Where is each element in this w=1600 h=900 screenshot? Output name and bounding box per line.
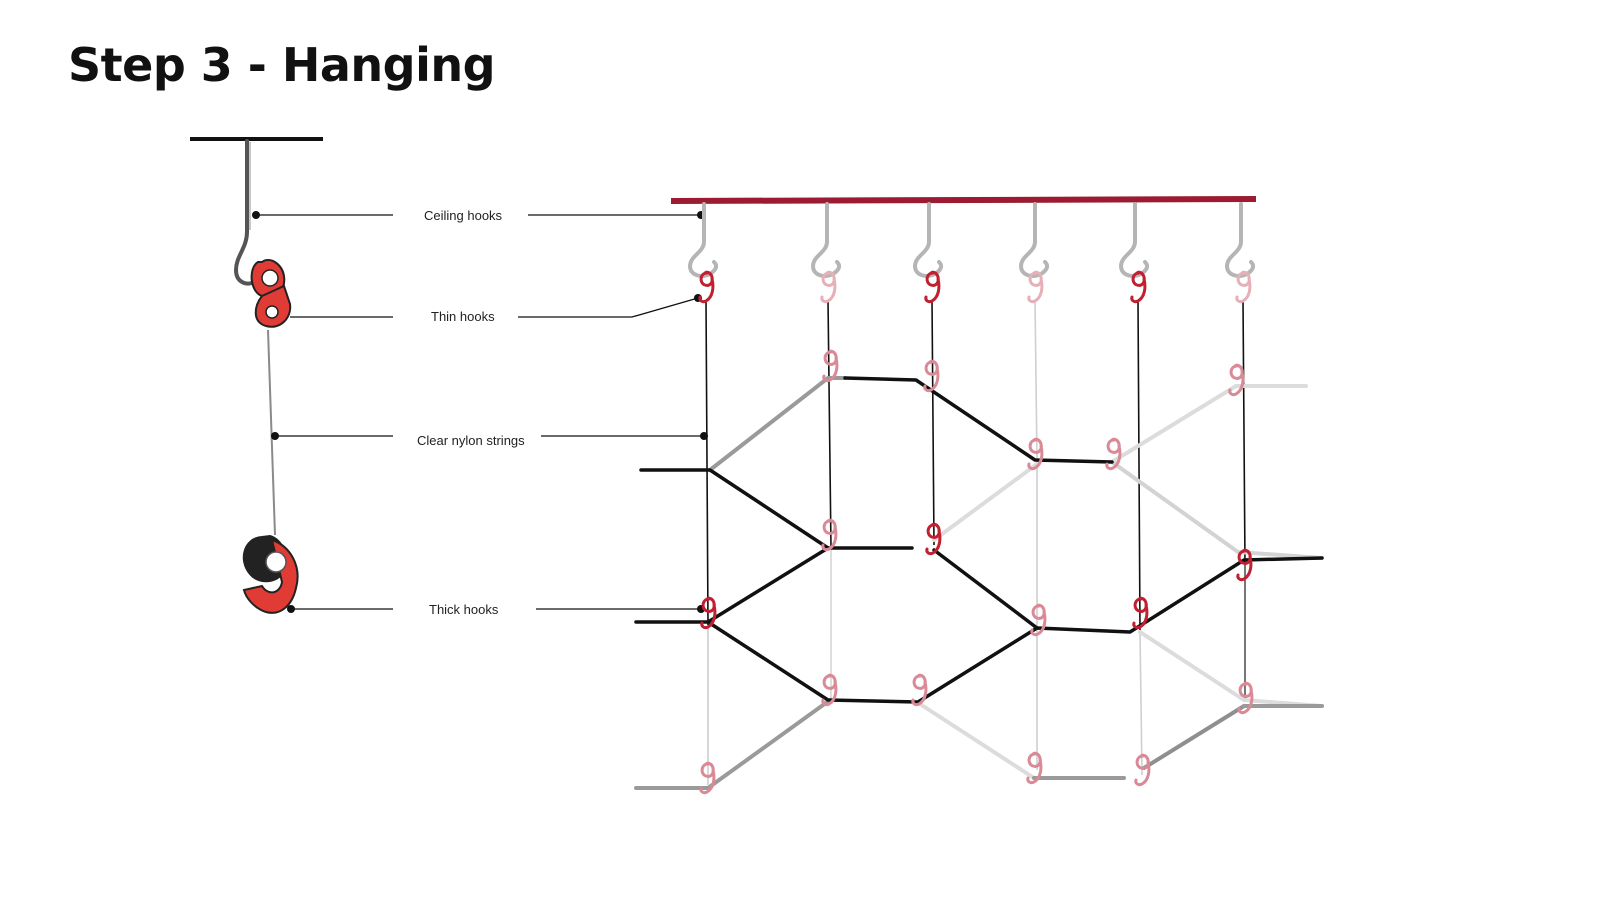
ceiling-hook-icon	[913, 202, 944, 278]
label-clear-nylon-strings: Clear nylon strings	[417, 433, 525, 448]
label-ceiling-hooks: Ceiling hooks	[424, 208, 503, 223]
ceiling-hook-icon	[1119, 202, 1150, 278]
nylon-string	[267, 329, 276, 536]
hanging-structure	[634, 196, 1324, 795]
front-edges	[634, 376, 1324, 704]
ceiling-rail	[670, 196, 1257, 204]
label-thick-hooks: Thick hooks	[429, 602, 499, 617]
ceiling-hook-icon	[233, 139, 256, 286]
thin-hook-icon	[250, 258, 292, 328]
ceiling-hook-icon	[811, 202, 842, 278]
label-thin-hooks: Thin hooks	[431, 309, 495, 324]
page-title: Step 3 - Hanging	[68, 38, 496, 92]
nylon-strings	[705, 299, 1246, 785]
ceiling-hook-icon	[1019, 202, 1050, 278]
thick-hook-icon	[242, 534, 299, 614]
callouts: Ceiling hooks Thin hooks Clear nylon str…	[252, 208, 708, 617]
detail-assembly	[190, 137, 323, 614]
back-edges	[634, 376, 1324, 790]
ceiling-hook-icon	[1225, 202, 1256, 278]
